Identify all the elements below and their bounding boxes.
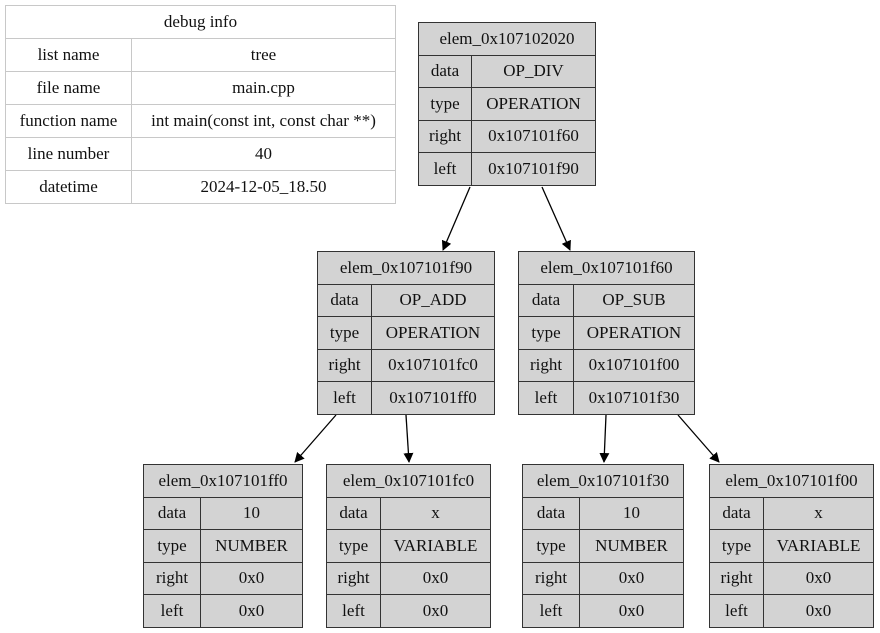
edge-sub-to-f30 xyxy=(599,414,610,463)
debug-row: function name int main(const int, const … xyxy=(5,104,396,138)
edge-root-to-sub xyxy=(541,186,571,251)
node-field-label: left xyxy=(518,381,574,415)
node-title: elem_0x107101fc0 xyxy=(326,464,491,498)
node-right-value: 0x107101f60 xyxy=(471,119,596,153)
node-field-label: data xyxy=(418,54,472,88)
node-left-value: 0x0 xyxy=(763,594,874,628)
node-field-label: data xyxy=(317,283,372,317)
node-field-label: left xyxy=(143,594,201,628)
node-field-label: data xyxy=(522,496,580,530)
debug-value: int main(const int, const char **) xyxy=(131,104,396,138)
node-data-value: OP_ADD xyxy=(371,283,495,317)
node-field-label: data xyxy=(143,496,201,530)
edge-root-to-add xyxy=(441,186,471,251)
node-field-label: left xyxy=(317,381,372,415)
node-data-value: 10 xyxy=(200,496,303,530)
node-right-value: 0x107101fc0 xyxy=(371,348,495,382)
node-field-label: right xyxy=(518,348,574,382)
node-field-label: type xyxy=(709,529,764,563)
node-field-label: left xyxy=(418,152,472,186)
debug-key: function name xyxy=(5,104,132,138)
node-title: elem_0x107101f00 xyxy=(709,464,874,498)
node-left-value: 0x107101f30 xyxy=(573,381,695,415)
node-title: elem_0x107101ff0 xyxy=(143,464,303,498)
node-field-label: right xyxy=(326,561,381,595)
node-title: elem_0x107102020 xyxy=(418,22,596,56)
node-title: elem_0x107101f30 xyxy=(522,464,684,498)
node-title: elem_0x107101f90 xyxy=(317,251,495,285)
node-type-value: NUMBER xyxy=(579,529,684,563)
debug-value: main.cpp xyxy=(131,71,396,105)
edge-add-to-fc0 xyxy=(403,414,414,463)
node-type-value: NUMBER xyxy=(200,529,303,563)
debug-key: datetime xyxy=(5,170,132,204)
node-data-value: 10 xyxy=(579,496,684,530)
node-field-label: type xyxy=(326,529,381,563)
edge-add-to-ff0 xyxy=(294,414,337,463)
node-right-value: 0x0 xyxy=(763,561,874,595)
node-field-label: right xyxy=(709,561,764,595)
node-left-value: 0x0 xyxy=(380,594,491,628)
node-field-label: left xyxy=(326,594,381,628)
node-field-label: left xyxy=(522,594,580,628)
node-field-label: type xyxy=(418,87,472,121)
debug-row: list name tree xyxy=(5,38,396,72)
debug-row: line number 40 xyxy=(5,137,396,171)
node-data-value: OP_SUB xyxy=(573,283,695,317)
node-field-label: right xyxy=(418,119,472,153)
debug-info-table: debug info list name tree file name main… xyxy=(5,5,396,204)
debug-key: list name xyxy=(5,38,132,72)
node-data-value: OP_DIV xyxy=(471,54,596,88)
node-left-value: 0x0 xyxy=(200,594,303,628)
node-field-label: type xyxy=(522,529,580,563)
node-type-value: OPERATION xyxy=(371,316,495,350)
node-type-value: VARIABLE xyxy=(763,529,874,563)
node-right-value: 0x0 xyxy=(380,561,491,595)
node-right-value: 0x0 xyxy=(579,561,684,595)
node-field-label: type xyxy=(143,529,201,563)
node-data-value: x xyxy=(763,496,874,530)
node-data-value: x xyxy=(380,496,491,530)
node-field-label: data xyxy=(326,496,381,530)
node-type-value: VARIABLE xyxy=(380,529,491,563)
node-title: elem_0x107101f60 xyxy=(518,251,695,285)
node-type-value: OPERATION xyxy=(573,316,695,350)
debug-value: 2024-12-05_18.50 xyxy=(131,170,396,204)
node-right-value: 0x107101f00 xyxy=(573,348,695,382)
node-right-value: 0x0 xyxy=(200,561,303,595)
node-field-label: type xyxy=(317,316,372,350)
node-left-value: 0x0 xyxy=(579,594,684,628)
node-field-label: right xyxy=(522,561,580,595)
edge-sub-to-f00 xyxy=(677,414,720,463)
debug-row: datetime 2024-12-05_18.50 xyxy=(5,170,396,204)
node-field-label: data xyxy=(518,283,574,317)
node-field-label: data xyxy=(709,496,764,530)
node-field-label: right xyxy=(317,348,372,382)
debug-info-title: debug info xyxy=(5,5,396,39)
node-left-value: 0x107101ff0 xyxy=(371,381,495,415)
node-field-label: right xyxy=(143,561,201,595)
node-left-value: 0x107101f90 xyxy=(471,152,596,186)
debug-value: 40 xyxy=(131,137,396,171)
node-field-label: type xyxy=(518,316,574,350)
debug-value: tree xyxy=(131,38,396,72)
node-field-label: left xyxy=(709,594,764,628)
node-type-value: OPERATION xyxy=(471,87,596,121)
